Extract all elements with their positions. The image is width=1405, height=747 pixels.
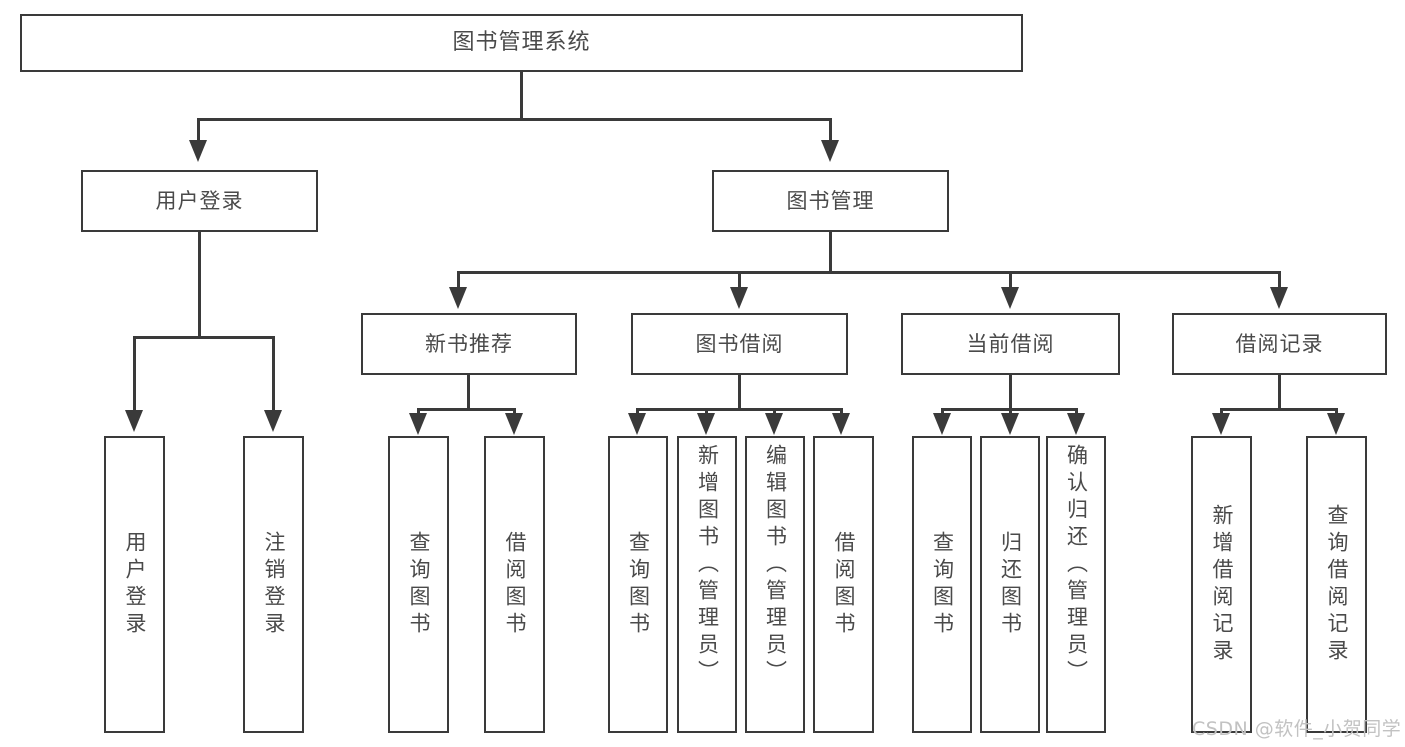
node-label: 归还图书 <box>998 530 1023 639</box>
node-label: 新增借阅记录 <box>1210 503 1234 666</box>
node-label: 查询图书 <box>407 530 431 639</box>
leaf-add-borrow-record[interactable]: 新增借阅记录 <box>1191 436 1252 733</box>
leaf-edit-book-admin[interactable]: 编辑图书（管理员） <box>745 436 805 733</box>
connector-current-borrow-stem <box>1009 375 1012 408</box>
connector-new-book-stem <box>467 375 470 408</box>
arrow-to-leaf-query-book-2 <box>628 413 646 435</box>
connector-book-borrow-drop-4 <box>840 408 843 415</box>
node-user-login[interactable]: 用户登录 <box>81 170 318 232</box>
arrow-to-leaf-query-book-3 <box>933 413 951 435</box>
connector-user-login-stem <box>198 232 201 336</box>
connector-borrow-record-stem <box>1278 375 1281 408</box>
connector-book-borrow-bus <box>636 408 843 411</box>
connector-book-manage-drop-4 <box>1278 271 1281 287</box>
connector-borrow-record-drop-2 <box>1335 408 1338 415</box>
leaf-query-book-borrow[interactable]: 查询图书 <box>608 436 668 733</box>
node-book-borrow[interactable]: 图书借阅 <box>631 313 848 375</box>
arrow-to-leaf-logout <box>264 410 282 432</box>
connector-user-login-drop-1 <box>133 336 136 410</box>
connector-borrow-record-drop-1 <box>1220 408 1223 415</box>
arrow-to-borrow-record <box>1270 287 1288 309</box>
node-label: 查询借阅记录 <box>1325 503 1349 666</box>
connector-root-bus <box>197 118 832 121</box>
leaf-logout[interactable]: 注销登录 <box>243 436 304 733</box>
leaf-query-borrow-record[interactable]: 查询借阅记录 <box>1306 436 1367 733</box>
connector-book-manage-drop-3 <box>1009 271 1012 287</box>
arrow-to-leaf-query-record <box>1327 413 1345 435</box>
node-label: 确认归还（管理员） <box>1064 444 1089 687</box>
leaf-borrow-book[interactable]: 借阅图书 <box>813 436 874 733</box>
node-new-book-recommend[interactable]: 新书推荐 <box>361 313 577 375</box>
leaf-add-book-admin[interactable]: 新增图书（管理员） <box>677 436 737 733</box>
node-label: 查询图书 <box>626 530 651 639</box>
node-label: 借阅记录 <box>1235 331 1324 356</box>
arrow-to-current-borrow <box>1001 287 1019 309</box>
connector-book-manage-drop-1 <box>457 271 460 287</box>
connector-current-borrow-drop-3 <box>1075 408 1078 415</box>
connector-book-borrow-stem <box>738 375 741 408</box>
node-label: 用户登录 <box>123 530 147 639</box>
connector-user-login-bus <box>133 336 275 339</box>
arrow-to-leaf-borrow-book-2 <box>832 413 850 435</box>
connector-user-login-drop-2 <box>272 336 275 410</box>
arrow-to-user-login <box>189 140 207 162</box>
node-label: 编辑图书（管理员） <box>763 444 788 687</box>
connector-book-borrow-drop-2 <box>705 408 708 415</box>
arrow-to-leaf-add-record <box>1212 413 1230 435</box>
connector-current-borrow-drop-2 <box>1009 408 1012 415</box>
arrow-to-leaf-user-login <box>125 410 143 432</box>
node-label: 借阅图书 <box>503 530 527 639</box>
node-current-borrow[interactable]: 当前借阅 <box>901 313 1120 375</box>
connector-current-borrow-drop-1 <box>941 408 944 415</box>
connector-root-drop-left <box>197 118 200 140</box>
connector-book-borrow-drop-3 <box>773 408 776 415</box>
leaf-return-book[interactable]: 归还图书 <box>980 436 1040 733</box>
node-label: 当前借阅 <box>966 331 1055 356</box>
node-borrow-record[interactable]: 借阅记录 <box>1172 313 1387 375</box>
connector-book-manage-stem <box>829 232 832 271</box>
connector-book-borrow-drop-1 <box>636 408 639 415</box>
connector-new-book-bus <box>417 408 516 411</box>
leaf-confirm-return-admin[interactable]: 确认归还（管理员） <box>1046 436 1106 733</box>
connector-borrow-record-bus <box>1220 408 1338 411</box>
node-label: 图书管理 <box>786 188 875 213</box>
node-label: 新增图书（管理员） <box>695 444 720 687</box>
node-label: 用户登录 <box>155 188 244 213</box>
node-label: 注销登录 <box>262 530 286 639</box>
node-label: 图书借阅 <box>695 331 784 356</box>
connector-book-manage-bus <box>457 271 1281 274</box>
leaf-user-login[interactable]: 用户登录 <box>104 436 165 733</box>
leaf-query-book-recommend[interactable]: 查询图书 <box>388 436 449 733</box>
arrow-to-book-borrow <box>730 287 748 309</box>
arrow-to-leaf-edit-book <box>765 413 783 435</box>
node-root-system[interactable]: 图书管理系统 <box>20 14 1023 72</box>
connector-root-stem <box>520 72 523 118</box>
leaf-borrow-book-recommend[interactable]: 借阅图书 <box>484 436 545 733</box>
arrow-to-leaf-confirm-return <box>1067 413 1085 435</box>
arrow-to-leaf-query-book-1 <box>409 413 427 435</box>
node-label: 查询图书 <box>930 530 955 639</box>
arrow-to-book-manage <box>821 140 839 162</box>
leaf-query-book-current[interactable]: 查询图书 <box>912 436 972 733</box>
connector-book-manage-drop-2 <box>738 271 741 287</box>
connector-new-book-drop-2 <box>513 408 516 415</box>
arrow-to-leaf-borrow-book-1 <box>505 413 523 435</box>
connector-root-drop-right <box>829 118 832 140</box>
node-book-management[interactable]: 图书管理 <box>712 170 949 232</box>
connector-new-book-drop-1 <box>417 408 420 415</box>
arrow-to-new-book-recommend <box>449 287 467 309</box>
node-label: 图书管理系统 <box>452 30 591 56</box>
node-label: 借阅图书 <box>832 530 856 639</box>
arrow-to-leaf-add-book <box>697 413 715 435</box>
arrow-to-leaf-return-book <box>1001 413 1019 435</box>
node-label: 新书推荐 <box>425 331 513 356</box>
